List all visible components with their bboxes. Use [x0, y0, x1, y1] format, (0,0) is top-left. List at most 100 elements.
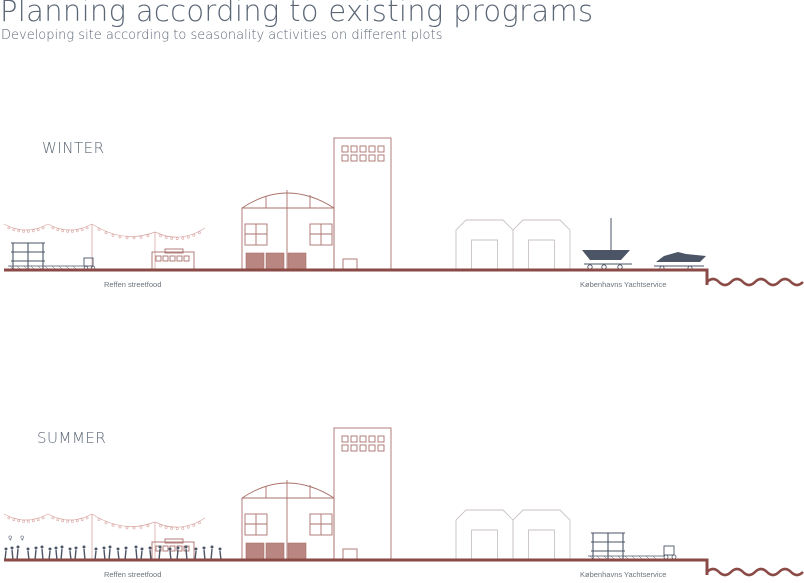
- light-bulb: [31, 519, 35, 523]
- light-bulb: [66, 229, 70, 233]
- light-bulb: [17, 229, 21, 233]
- light-bulb: [36, 228, 40, 232]
- stall-window: [169, 255, 176, 262]
- light-bulb: [125, 236, 129, 240]
- light-bulb: [97, 228, 101, 231]
- light-bulb: [104, 231, 108, 235]
- tower-window: [359, 145, 367, 153]
- person-head: [218, 547, 222, 551]
- ground-line: [4, 268, 709, 285]
- light-string: [154, 227, 206, 238]
- tower-window: [341, 145, 349, 153]
- light-bulb: [22, 229, 26, 233]
- person-head: [40, 545, 44, 549]
- tower-window: [350, 435, 358, 443]
- person-body: [34, 549, 37, 561]
- light-bulb: [56, 518, 60, 522]
- page-title: Planning according to existing programs: [0, 0, 594, 28]
- light-bulb: [7, 226, 11, 230]
- hall-door: [287, 252, 307, 271]
- light-bulb: [61, 229, 65, 233]
- person-body: [185, 548, 188, 561]
- light-bulb: [175, 527, 179, 531]
- shed-outline: [512, 509, 571, 560]
- person-body: [124, 549, 127, 561]
- person-head: [176, 546, 180, 550]
- light-bulb: [186, 235, 190, 239]
- boat-sheds: [455, 219, 571, 270]
- forklift-left: [83, 257, 96, 271]
- summer-season-label: SUMMER: [37, 429, 107, 447]
- light-string: [47, 223, 93, 231]
- light-bulb: [197, 521, 201, 525]
- light-bulb: [118, 525, 122, 529]
- light-bulb: [159, 524, 163, 528]
- light-string: [3, 223, 49, 231]
- light-bulb: [12, 518, 16, 522]
- light-bulb: [186, 525, 190, 529]
- string-lights: [3, 223, 206, 270]
- shed-outline: [512, 219, 571, 270]
- tower-window: [377, 145, 385, 153]
- person-head: [134, 545, 138, 549]
- hall-door: [287, 542, 307, 561]
- tower-window: [350, 145, 358, 153]
- light-bulb: [125, 526, 129, 530]
- shed-outline: [455, 219, 514, 270]
- light-string: [3, 513, 49, 521]
- light-bulb: [75, 229, 79, 233]
- person-head: [54, 546, 58, 550]
- person-body: [135, 548, 138, 561]
- silo-tower: [333, 427, 392, 561]
- stall-window: [176, 255, 183, 262]
- stall-window: [162, 255, 169, 262]
- person-head: [94, 547, 98, 551]
- light-bulb: [7, 516, 11, 520]
- person-head: [202, 546, 206, 550]
- person-body: [176, 549, 179, 561]
- person-head: [68, 547, 72, 551]
- light-bulb: [51, 516, 55, 520]
- string-lights: [3, 513, 206, 560]
- main-hall: [241, 480, 335, 561]
- hall-door: [245, 542, 265, 561]
- winter-season-label: WINTER: [42, 139, 105, 157]
- light-bulb: [36, 518, 40, 522]
- water-waves: [706, 277, 804, 287]
- light-string: [47, 513, 93, 521]
- person-body: [11, 549, 14, 561]
- winter-section: WINTER Reffen streetfood Københavns Yach…: [0, 0, 804, 290]
- hall-door: [265, 252, 285, 271]
- person-head: [4, 547, 8, 551]
- light-bulb: [197, 231, 201, 235]
- food-stall-sign: [164, 538, 184, 544]
- light-bulb: [51, 226, 55, 230]
- light-bulb: [41, 516, 45, 520]
- forklift-wheel: [663, 554, 669, 560]
- light-bulb: [192, 233, 196, 237]
- person-head: [210, 545, 214, 549]
- tower-door: [342, 258, 358, 271]
- person-body: [149, 549, 152, 561]
- light-bulb: [170, 236, 174, 240]
- tower-window: [368, 435, 376, 443]
- person-body: [74, 549, 77, 561]
- person-head: [60, 545, 64, 549]
- shed-door: [528, 239, 555, 270]
- winter-elevation-drawing: [3, 137, 804, 287]
- scaffold-right: [588, 532, 665, 561]
- person-head: [168, 547, 172, 551]
- tower-window: [350, 154, 358, 162]
- tower-outline: [333, 427, 392, 561]
- balloon-figure: ♀: [20, 535, 24, 542]
- summer-reffen-label: Reffen streetfood: [104, 570, 162, 579]
- person-head: [82, 545, 86, 549]
- light-bulb: [17, 519, 21, 523]
- shed-door: [471, 529, 498, 560]
- person-head: [102, 546, 106, 550]
- tower-window: [359, 435, 367, 443]
- light-string: [91, 513, 156, 527]
- boat-sheds: [455, 509, 571, 560]
- light-bulb: [118, 235, 122, 239]
- forklift-wheel: [671, 554, 677, 560]
